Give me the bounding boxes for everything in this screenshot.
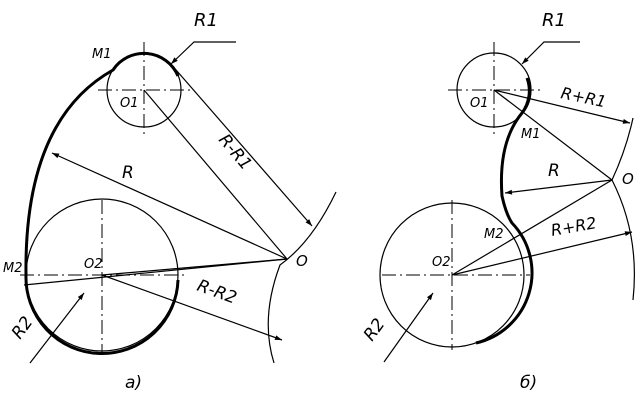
label-o1: O1 — [120, 96, 139, 111]
label-r2: R2 — [360, 315, 389, 345]
label-r: R — [122, 163, 134, 183]
line-m2-o — [23, 258, 288, 286]
label-o2: O2 — [432, 255, 451, 270]
caption-a: a) — [125, 373, 142, 393]
arrow-r-plus-r1 — [493, 89, 631, 124]
arrow-r-minus-r2 — [101, 274, 283, 341]
arrow-r — [51, 152, 288, 260]
label-r-minus-r2: R-R2 — [194, 276, 239, 309]
arc-r — [267, 191, 337, 364]
label-m1: M1 — [92, 47, 112, 62]
label-m2: M2 — [484, 227, 504, 242]
arrow-r-minus-r1 — [169, 62, 313, 227]
label-r-plus-r2: R+R2 — [549, 213, 597, 240]
leader-r2 — [29, 292, 85, 364]
conjugation-outline — [475, 77, 534, 345]
arrow-r — [504, 179, 613, 195]
label-r1: R1 — [542, 10, 566, 31]
label-r: R — [548, 161, 560, 181]
label-m2: M2 — [3, 261, 23, 276]
label-m1: M1 — [521, 127, 541, 142]
figure-a: R1 M1 O1 R-R1 R M2 O2 O R-R2 R2 a) — [3, 10, 337, 393]
line-o2-o — [451, 179, 613, 276]
figure-b: R1 O1 R+R1 M1 R O M2 R+R2 O2 R2 б) — [360, 10, 635, 393]
label-r1: R1 — [194, 10, 218, 31]
line-o1-o — [143, 89, 288, 260]
leader-r1 — [170, 41, 236, 65]
label-o2: O2 — [84, 257, 103, 272]
caption-b: б) — [520, 373, 537, 393]
conjugation-outline — [24, 51, 180, 356]
line-o1-o — [493, 89, 613, 181]
label-o1: O1 — [470, 96, 489, 111]
label-r-minus-r1: R-R1 — [214, 130, 255, 174]
leader-r1 — [521, 41, 580, 65]
label-o: O — [296, 252, 308, 270]
leader-r2 — [383, 292, 434, 363]
arc-r — [611, 117, 635, 301]
arrow-r-plus-r2 — [451, 231, 633, 276]
label-o: O — [622, 170, 634, 188]
label-r2: R2 — [8, 313, 37, 343]
